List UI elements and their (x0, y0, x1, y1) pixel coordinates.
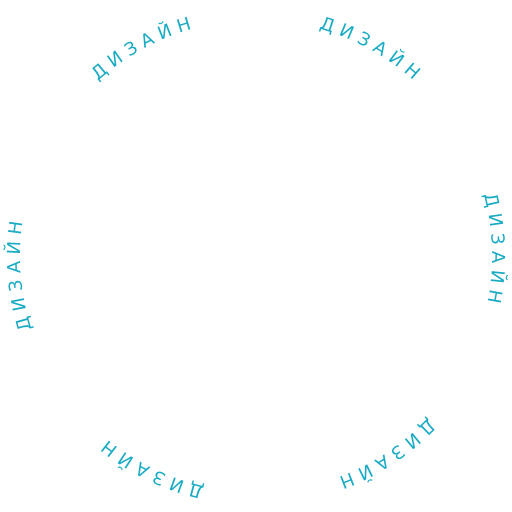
circle-label-6: ДИЗАЙН (3, 214, 36, 334)
circle-label-1: ДИЗАЙН (87, 12, 199, 85)
circle-label-2: ДИЗАЙН (317, 13, 428, 88)
circle-label-5: ДИЗАЙН (93, 432, 206, 502)
circle-label-text: ДИЗАЙН (317, 13, 422, 88)
circle-label-text: ДИЗАЙН (93, 432, 200, 502)
circle-label-4: ДИЗАЙН (331, 414, 439, 494)
circle-label-3: ДИЗАЙН (479, 191, 509, 311)
circle-label-text: ДИЗАЙН (3, 214, 30, 334)
circle-label-text: ДИЗАЙН (87, 12, 193, 85)
circle-label-text: ДИЗАЙН (479, 191, 503, 311)
circle-label-text: ДИЗАЙН (331, 414, 433, 494)
